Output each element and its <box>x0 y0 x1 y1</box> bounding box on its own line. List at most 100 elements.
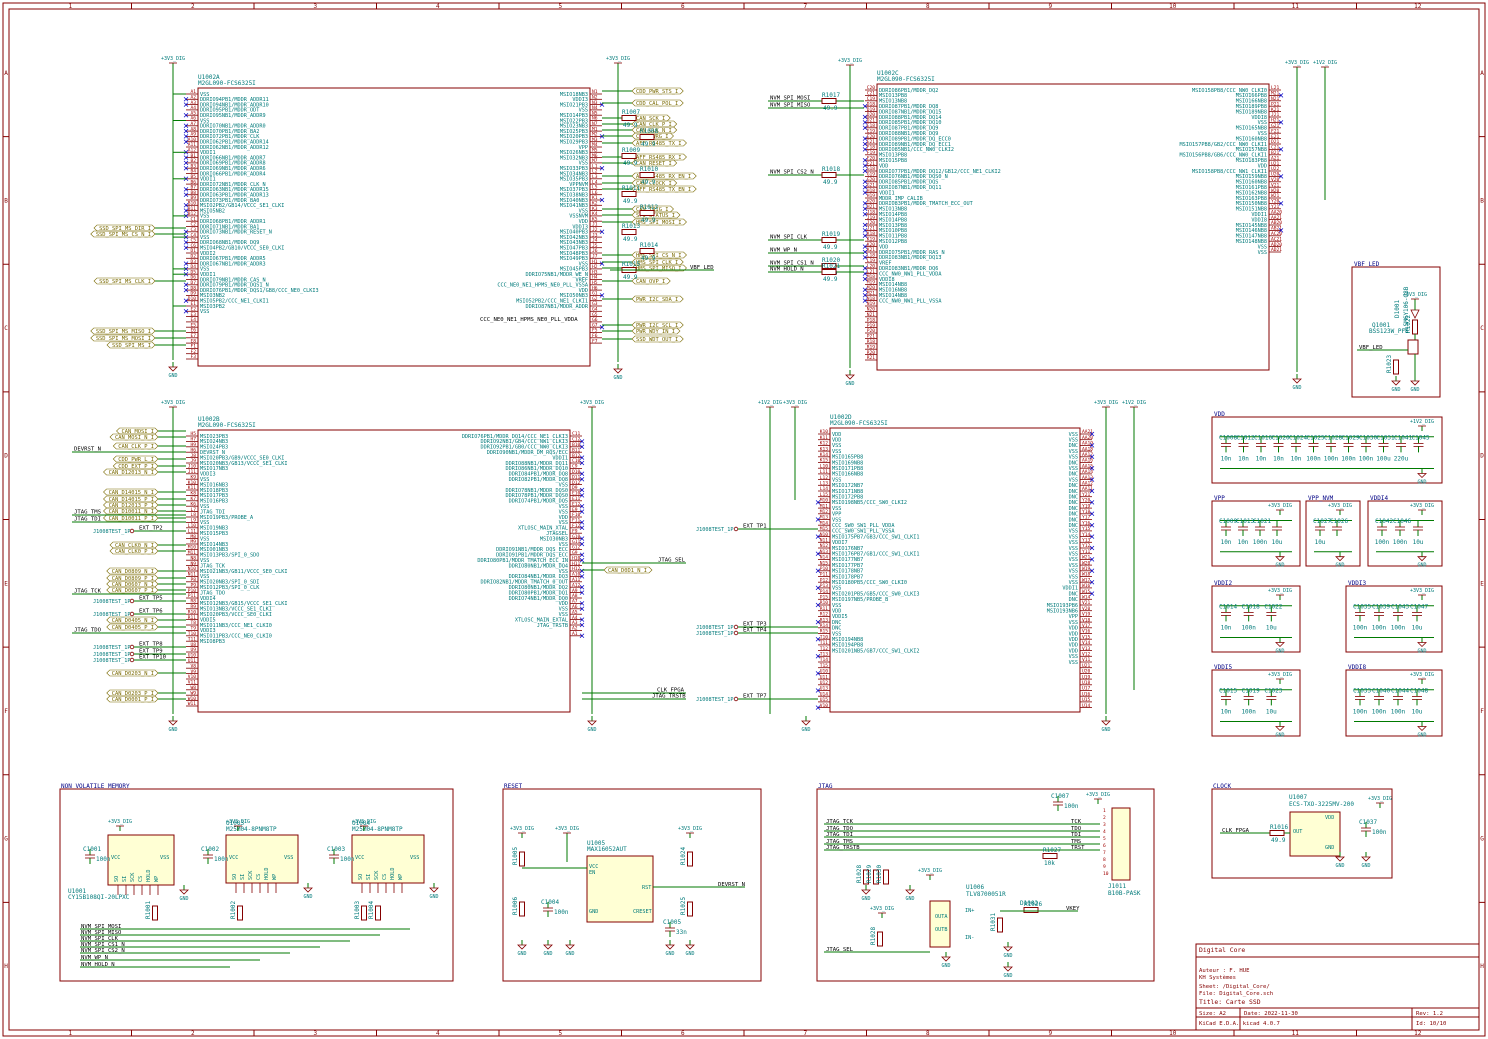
ic-pin-name: MSIO151NB8 <box>1236 207 1267 213</box>
resistor-body <box>821 237 837 243</box>
ic-pin-number: U11 <box>188 658 197 664</box>
gnd-label: GND <box>665 951 674 957</box>
grid-col-top: 11 <box>1292 3 1300 10</box>
ic-pin-name: XTLOSC_MAIN_EXTAL <box>515 617 568 623</box>
ic-pin-name: MSIO20NB3/GB13/VCCC_SE1_CLKI <box>200 461 287 467</box>
cap-ref: C1013 <box>1236 518 1254 525</box>
ic-pin-name: MSIO12PB8 <box>879 239 907 245</box>
reset-ic-pin: RST <box>642 885 651 891</box>
memory-pin: SCK <box>130 872 136 882</box>
cap-value: 100n <box>1372 624 1387 631</box>
cap-value: 100n <box>1372 829 1387 836</box>
ic-pin-name: MSIO180PB5/CCC_SW0_CLKI0 <box>832 580 907 586</box>
ic-pin-name: DDRIO87PB1/MDDR_DQ9 <box>879 126 938 132</box>
no-connect-mark <box>862 141 868 147</box>
test-point-label: EXT_TP1 <box>743 524 767 530</box>
ic-pin-name: DNC <box>1069 597 1078 603</box>
ic-pin-number: E7 <box>190 333 196 339</box>
ic-pin-number: D12 <box>572 480 581 486</box>
ic-pin-name: DDRIO63PB1/MDDR_ADDR13 <box>200 193 269 199</box>
ic-pin-name: MSIO11PB8 <box>879 234 907 240</box>
block-decoupling-vddi3: VDDI3+3V3_DIGC1035100nC1039100nC1043100n… <box>1345 580 1443 654</box>
ic-pin-number: U20 <box>1082 669 1091 675</box>
ic-pin-number: N9 <box>190 561 196 567</box>
no-connect-mark <box>862 255 868 260</box>
resistor-body <box>687 901 693 917</box>
resistor-ref: R1006 <box>512 897 519 915</box>
ic-pin-number: N8 <box>190 555 196 561</box>
gnd-symbol <box>168 366 178 372</box>
ic-pin-number: F6 <box>592 333 598 339</box>
ic-pin-number: U8 <box>190 642 196 648</box>
ic-pin-name: DDRIO80NB1/MDDR_DQ2 <box>509 585 568 591</box>
cap-ref: C1012 <box>1237 434 1255 441</box>
no-connect-mark <box>579 471 585 477</box>
gnd-label: GND <box>905 896 914 902</box>
ic-pin-name: VDDI2 <box>200 251 216 257</box>
ic-pin-name: VDDI5 <box>200 617 216 623</box>
ic-pin-name: MSIO23PB3 <box>200 434 228 440</box>
ic-pin-number: R11 <box>820 606 829 612</box>
resistor-body <box>1393 359 1399 375</box>
ic-pin-name: MSIO2PB2/GB14/VCCC_SE1_CLKI <box>200 203 284 209</box>
power-label: +3V3_DIG <box>108 819 132 825</box>
no-connect-mark <box>579 557 585 563</box>
connector-ref: J1011 <box>1108 883 1126 890</box>
memory-ic-body <box>107 834 175 886</box>
no-connect-mark <box>579 622 585 628</box>
ic-pin-number: C3 <box>190 227 196 233</box>
gnd-symbol <box>1417 556 1427 562</box>
ic-pin-number: M11 <box>820 503 829 509</box>
ic-pin-name: DNC <box>1069 483 1078 489</box>
resistor-ref: R1021 <box>822 263 840 270</box>
ic-pin-number: J9 <box>190 458 196 464</box>
resistor-ref: R1001 <box>145 901 152 919</box>
ic-pin-number: V18 <box>1082 617 1091 623</box>
ic-pin-number: H5 <box>190 431 196 437</box>
ic-pin-number: B3 <box>190 163 196 169</box>
title-block-author: Auteur : F. HUE <box>1199 968 1250 974</box>
ic-pin-name: DDRIO94NB1/MDDR_ADDR10 <box>200 102 269 108</box>
memory-pin-vss: VSS <box>160 855 169 861</box>
block-title: CLOCK <box>1213 783 1231 790</box>
grid-row-right: G <box>1480 836 1484 843</box>
memory-ic-value: CY15B108QI-20LPXC <box>68 894 130 901</box>
cap-value: 10u <box>1266 624 1277 631</box>
ic-pin-name: MSIO14PB8 <box>879 217 907 223</box>
global-label: HMS_SPI_CLK_I <box>636 260 678 266</box>
cap-ref: C1029 <box>1342 434 1360 441</box>
connector-net-label: TCK <box>1071 819 1082 825</box>
ic-pin-name: VREF <box>576 277 589 283</box>
ic-pin-name: MSIO157NB8 <box>1236 147 1267 153</box>
global-label: CAN_CLOCK_I <box>636 181 672 187</box>
ic-pin-number: J1 <box>592 222 598 228</box>
ic-pin-name: VSS <box>200 118 209 124</box>
ic-pin-number: M1 <box>592 126 598 132</box>
global-label-flag <box>631 159 678 167</box>
no-connect-mark <box>183 240 189 245</box>
ic-pin-number: D9 <box>572 485 578 491</box>
gnd-symbol <box>429 887 439 893</box>
ic-pin-number: A5 <box>190 110 196 116</box>
ic-pin-name: VPP <box>832 512 841 518</box>
block-decoupling-vddi8: VDDI8+3V3_DIGC1033100nC1040100nC1044100n… <box>1345 664 1443 738</box>
no-connect-mark <box>862 168 868 174</box>
ic-pin-name: DDRIO68NB1/MDDR_DQ9 <box>200 240 259 246</box>
resistor-body <box>639 172 655 178</box>
block-decoupling-vddi5: VDDI5+3V3_DIGC101510nC1019100nC102310uGN… <box>1211 664 1301 738</box>
memory-ic-ref: U1001 <box>68 888 86 895</box>
ic-pin-number: F12 <box>572 523 581 529</box>
ic-pin-number: A21 <box>1271 155 1280 161</box>
ic-pin-number: A7 <box>190 121 196 127</box>
power-label: +3V3_DIG <box>1268 588 1292 594</box>
ic-pin-name: MSIO13PB8 <box>879 223 907 229</box>
resistor-body <box>621 153 637 159</box>
cap-ref: C1040 <box>1372 687 1390 694</box>
no-connect-mark <box>599 165 605 171</box>
ic-pin-number: L21 <box>1271 85 1280 91</box>
ic-pin-number: J2 <box>592 227 598 233</box>
ic-pin-number: U10 <box>188 653 197 659</box>
no-connect-mark <box>579 476 585 482</box>
ic-pin-name: DDRIO74NB1/MDDR_DQ0 <box>509 596 568 602</box>
no-connect-mark <box>862 157 868 163</box>
